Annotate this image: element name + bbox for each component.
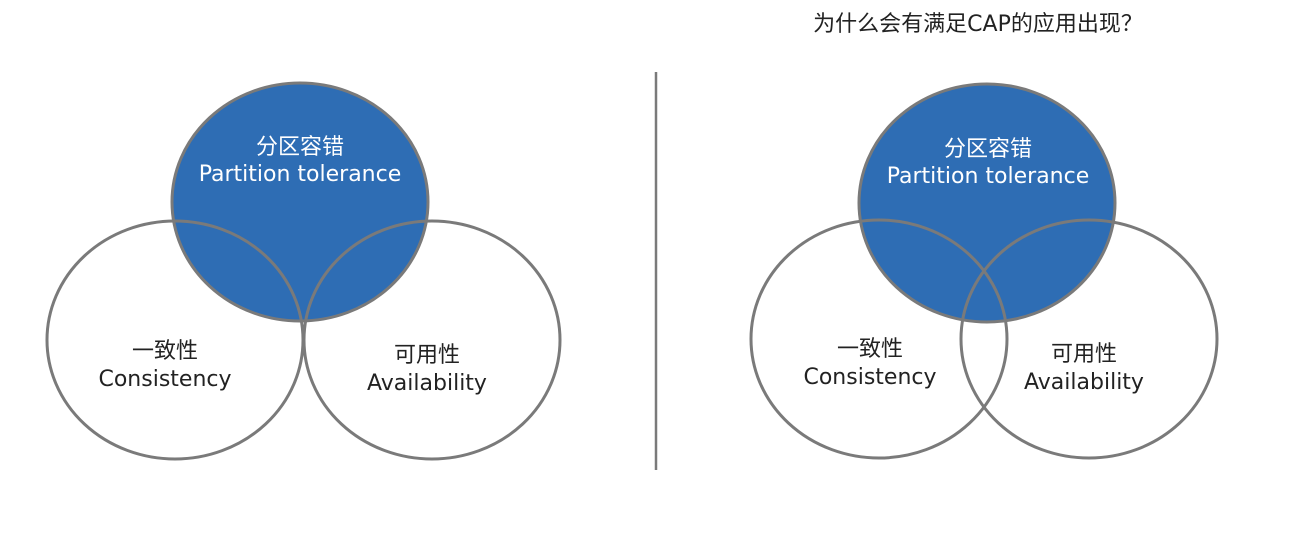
left-partition-circle (170, 81, 430, 323)
right-availability-circle (959, 218, 1219, 460)
right-consistency-circle (749, 218, 1009, 460)
left-partition-label-zh: 分区容错 (256, 135, 344, 160)
right-venn-diagram: 分区容错 Partition tolerance 一致性 Consistency… (749, 82, 1219, 460)
left-partition-label-en: Partition tolerance (199, 162, 402, 187)
right-availability-label-en: Availability (1024, 370, 1144, 395)
right-partition-label-zh: 分区容错 (944, 137, 1032, 162)
right-consistency-label-zh: 一致性 (837, 337, 903, 362)
right-partition-label-en: Partition tolerance (887, 164, 1090, 189)
left-consistency-label-en: Consistency (98, 367, 231, 392)
left-consistency-label-zh: 一致性 (132, 339, 198, 364)
right-title: 为什么会有满足CAP的应用出现？ (813, 12, 1143, 37)
left-availability-label-zh: 可用性 (394, 343, 460, 368)
right-partition-circle (857, 82, 1117, 324)
right-availability-label-zh: 可用性 (1051, 342, 1117, 367)
right-consistency-label-en: Consistency (803, 365, 936, 390)
left-venn-diagram: 分区容错 Partition tolerance 一致性 Consistency… (45, 81, 562, 461)
left-availability-label-en: Availability (367, 371, 487, 396)
left-availability-circle (302, 219, 562, 461)
